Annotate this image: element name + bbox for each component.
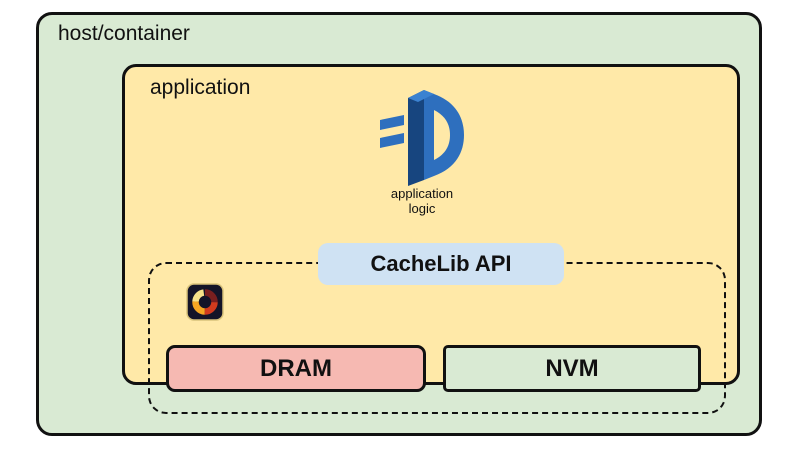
dram-label: DRAM [260, 354, 332, 382]
app-logic-caption-line2: logic [408, 201, 436, 217]
dram-box: DRAM [166, 345, 426, 392]
cachelib-api-label: CacheLib API [370, 251, 512, 276]
app-logic-caption-line1: application [390, 186, 454, 201]
app-logic-caption: application logic [352, 186, 492, 217]
host-container-label: host/container [58, 22, 190, 45]
cachelib-api-pill: CacheLib API [318, 243, 564, 285]
nvm-box: NVM [443, 345, 701, 392]
app-logic-3d-icon [378, 88, 466, 188]
cachelib-logo-icon [186, 283, 224, 321]
application-label: application [150, 76, 251, 99]
nvm-label: NVM [545, 354, 599, 382]
